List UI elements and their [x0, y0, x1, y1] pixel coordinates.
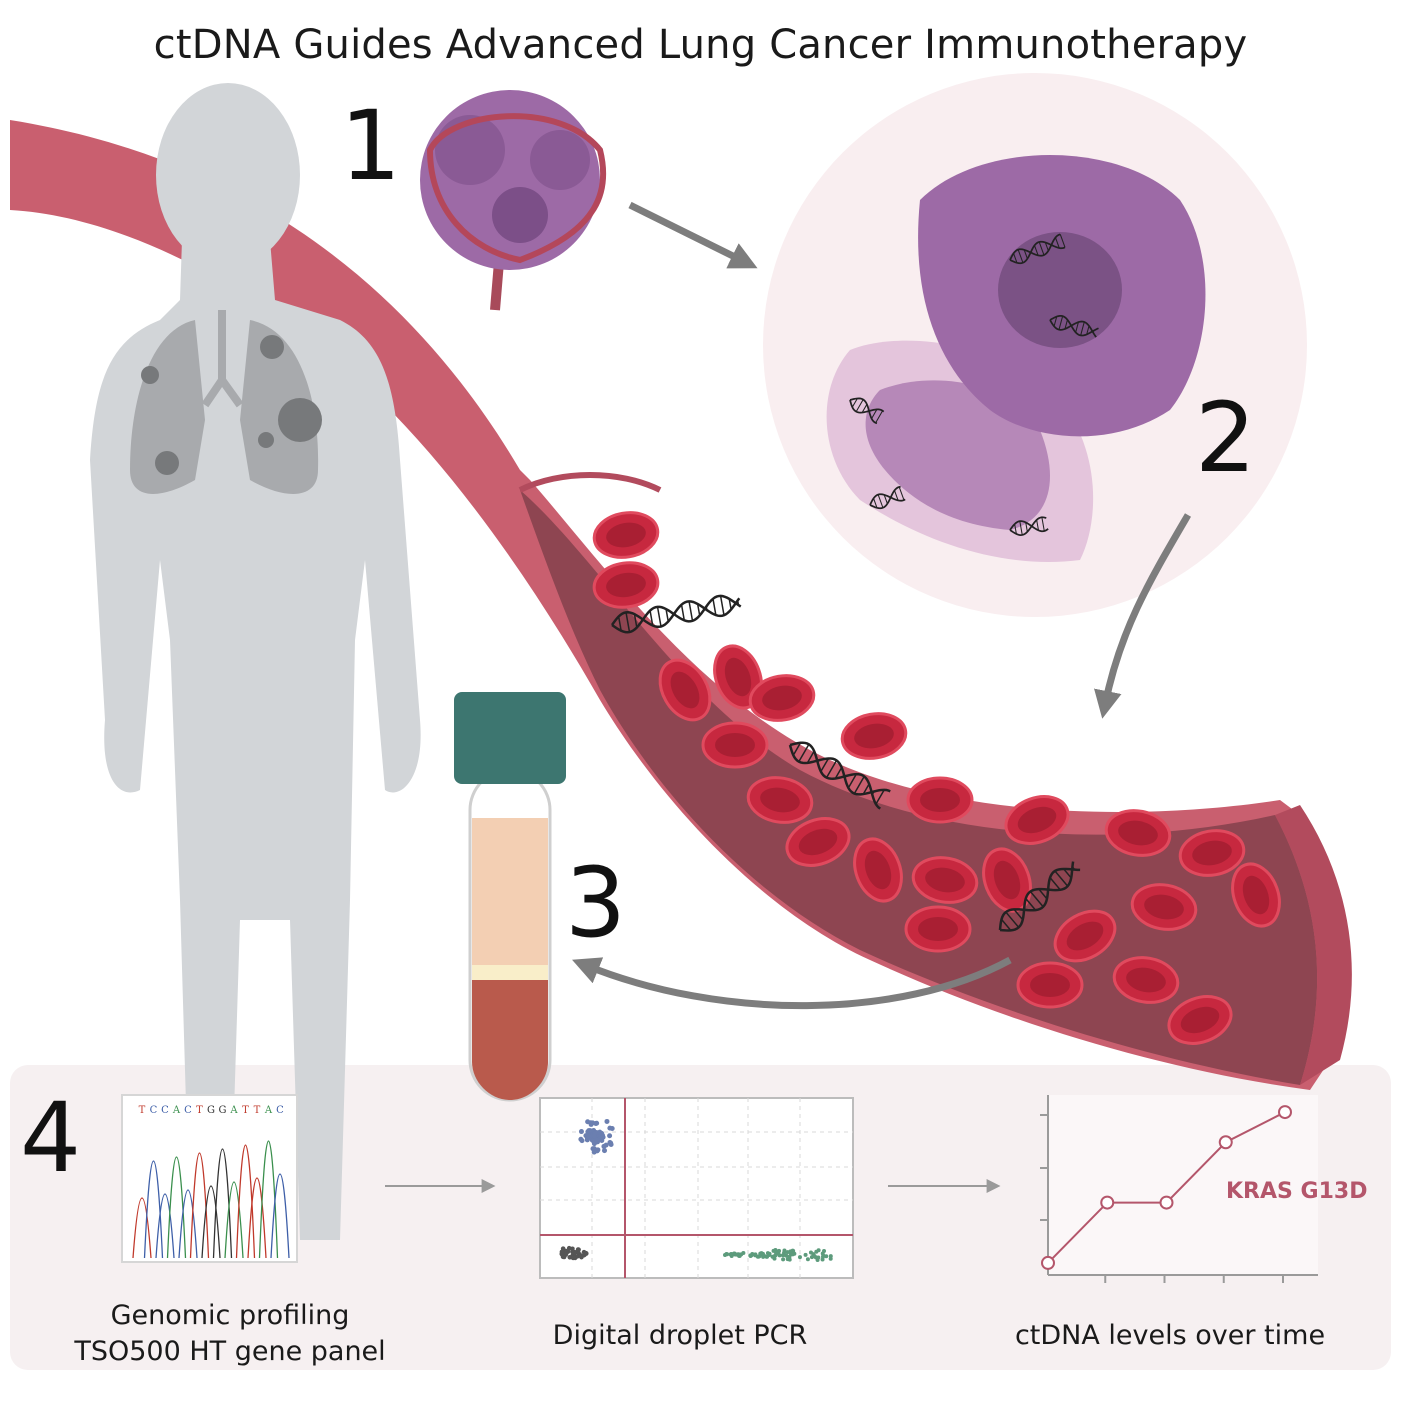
droplet [829, 1257, 833, 1261]
red-blood-cell [906, 907, 970, 951]
droplet [590, 1120, 595, 1125]
step-1-number: 1 [340, 98, 401, 194]
genomic-profiling-line1: Genomic profiling [60, 1298, 400, 1334]
red-blood-cell [908, 778, 972, 822]
droplet [766, 1251, 770, 1255]
ctdna-point [1101, 1197, 1113, 1209]
ctdna-point [1042, 1257, 1054, 1269]
droplet [592, 1134, 597, 1139]
sequence-base: T [139, 1105, 146, 1116]
droplet [567, 1246, 572, 1251]
droplet [563, 1252, 568, 1257]
droplet [762, 1254, 766, 1258]
ctdna-levels-caption: ctDNA levels over time [1000, 1318, 1340, 1354]
droplet [607, 1126, 612, 1131]
droplet [739, 1252, 743, 1256]
page-title: ctDNA Guides Advanced Lung Cancer Immuno… [0, 22, 1401, 68]
genomic-profiling-line2: TSO500 HT gene panel [60, 1334, 400, 1370]
ctdna-point [1220, 1136, 1232, 1148]
droplet [604, 1143, 609, 1148]
droplet [798, 1255, 802, 1259]
step-3-number: 3 [565, 855, 626, 951]
droplet [607, 1133, 612, 1138]
droplet [813, 1254, 817, 1258]
ddpcr-plot [540, 1098, 853, 1278]
droplet [571, 1256, 576, 1261]
sequence-base: A [229, 1105, 238, 1116]
droplet [579, 1129, 584, 1134]
ctdna-point [1161, 1197, 1173, 1209]
droplet [595, 1147, 600, 1152]
droplet [560, 1250, 565, 1255]
sequence-base: G [207, 1105, 215, 1116]
droplet [786, 1257, 790, 1261]
droplet [816, 1256, 820, 1260]
droplet [586, 1134, 591, 1139]
droplet [809, 1251, 813, 1255]
droplet [817, 1248, 821, 1252]
droplet [778, 1253, 782, 1257]
ctdna-point [1279, 1106, 1291, 1118]
step-2-number: 2 [1195, 390, 1256, 486]
sequence-base: C [184, 1105, 192, 1116]
red-blood-cell [1018, 963, 1082, 1007]
droplet [604, 1119, 609, 1124]
blood-tube-icon [454, 692, 566, 1100]
series-label: KRAS G13D [1226, 1179, 1367, 1204]
droplet [806, 1257, 810, 1261]
sequence-base: C [161, 1105, 169, 1116]
droplet [734, 1253, 738, 1257]
sequence-base: A [264, 1105, 273, 1116]
droplet [586, 1128, 591, 1133]
sequence-base: C [276, 1105, 284, 1116]
sequence-base: T [196, 1105, 203, 1116]
sequence-base: T [254, 1105, 261, 1116]
red-blood-cell [591, 508, 662, 562]
genomic-profiling-caption: Genomic profiling TSO500 HT gene panel [60, 1298, 400, 1371]
droplet [599, 1135, 604, 1140]
ddpcr-caption: Digital droplet PCR [520, 1318, 840, 1354]
droplet [585, 1119, 590, 1124]
red-blood-cell [703, 723, 767, 767]
step-4-number: 4 [20, 1090, 81, 1186]
droplet [750, 1253, 754, 1257]
sequence-base: C [150, 1105, 158, 1116]
droplet [791, 1252, 795, 1256]
arrow-icon [630, 205, 745, 262]
droplet [578, 1137, 583, 1142]
droplet [821, 1255, 825, 1259]
droplet [576, 1247, 581, 1252]
droplet [774, 1251, 778, 1255]
droplet [724, 1252, 728, 1256]
droplet [584, 1251, 589, 1256]
sequence-base: A [172, 1105, 181, 1116]
sequence-base: T [242, 1105, 249, 1116]
droplet [572, 1250, 577, 1255]
droplet [757, 1254, 761, 1258]
droplet [781, 1257, 785, 1261]
red-blood-cell [839, 709, 910, 763]
sequence-base: G [219, 1105, 227, 1116]
cell-icon [763, 73, 1307, 617]
tumor-icon [420, 90, 603, 310]
droplet [609, 1142, 614, 1147]
droplet [804, 1253, 808, 1257]
